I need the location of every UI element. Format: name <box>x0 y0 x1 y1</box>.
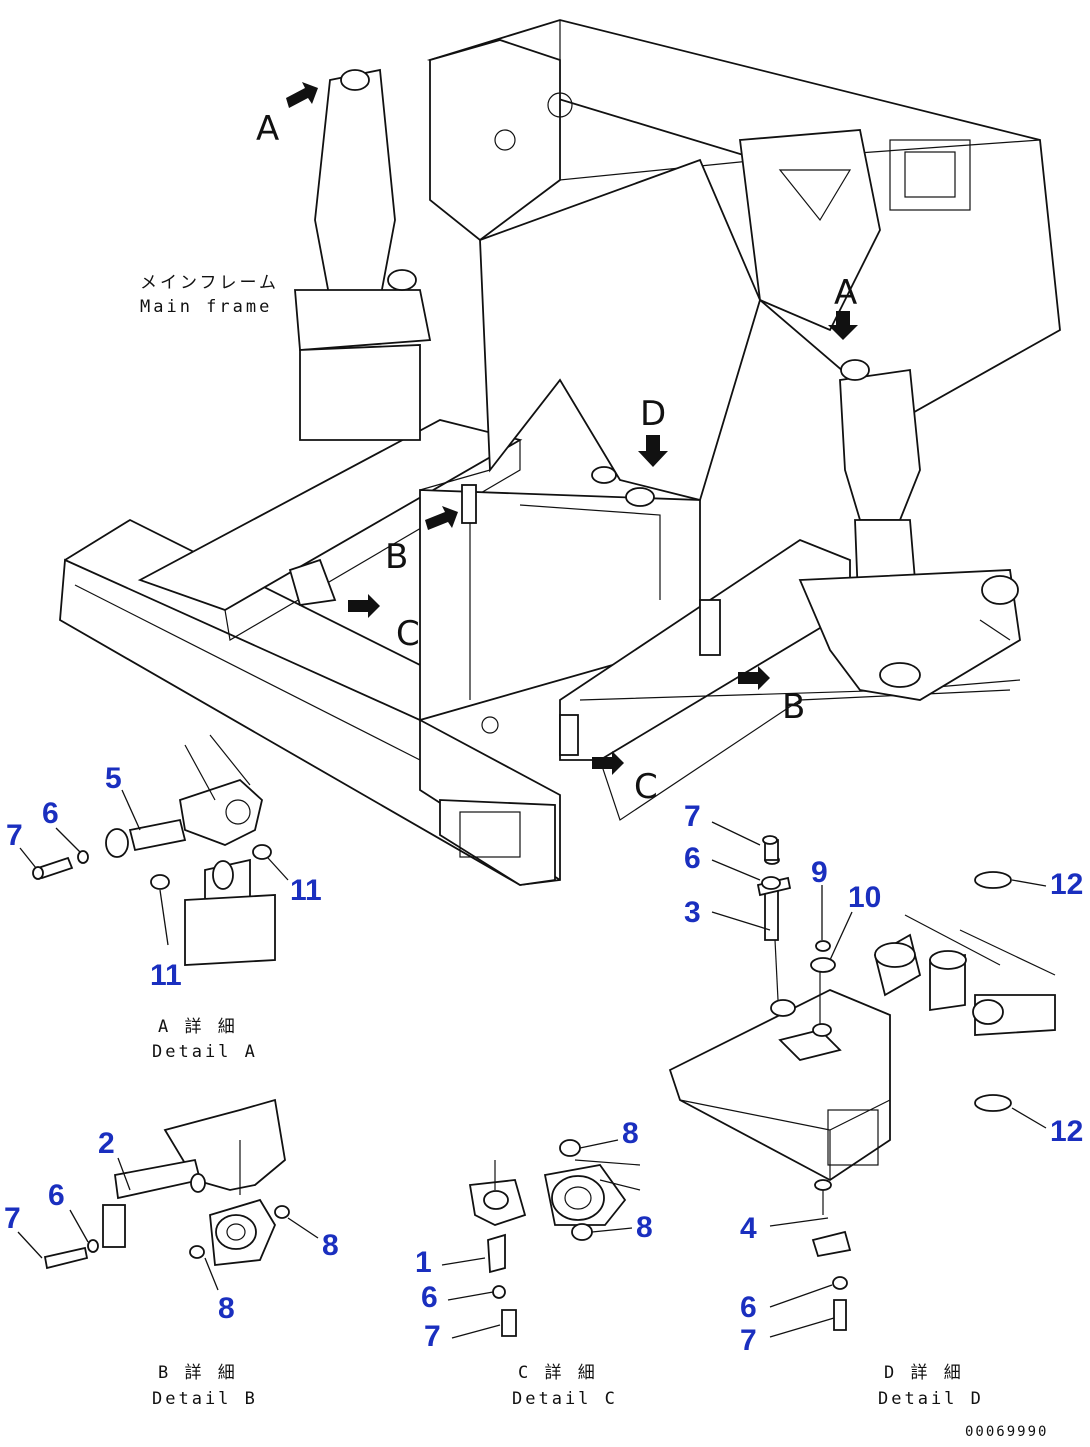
view-arrow-c-bottom <box>592 751 624 775</box>
main-frame-drawing <box>59 19 1061 886</box>
view-label-a-right: A <box>834 273 857 313</box>
view-label-b-right: B <box>782 687 805 727</box>
view-arrow-a-left <box>286 82 318 108</box>
part-number-6: 6 <box>42 797 59 830</box>
detail-d-caption-en: Detail D <box>878 1389 984 1409</box>
main-frame-label-jp: メインフレーム <box>140 273 279 293</box>
part-number-6: 6 <box>48 1179 65 1212</box>
view-arrow-c-center <box>348 594 380 618</box>
view-label-d: D <box>640 394 666 434</box>
part-number-8: 8 <box>218 1292 235 1325</box>
view-label-c-center: C <box>396 614 420 654</box>
part-number-9: 9 <box>811 856 828 889</box>
detail-b-caption-jp: B 詳 細 <box>158 1363 238 1383</box>
main-frame-label-en: Main frame <box>140 297 272 317</box>
part-number-7: 7 <box>424 1320 441 1353</box>
detail-a-leaders <box>19 789 289 946</box>
part-number-4: 4 <box>740 1212 757 1245</box>
detail-a-caption-en: Detail A <box>152 1042 258 1062</box>
part-number-3: 3 <box>684 896 701 929</box>
part-number-11: 11 <box>150 959 182 992</box>
part-number-10: 10 <box>848 881 881 914</box>
part-number-1: 1 <box>415 1246 432 1279</box>
drawing-code: 00069990 <box>965 1424 1048 1440</box>
part-number-5: 5 <box>105 762 122 795</box>
detail-b-drawing <box>43 1098 290 1270</box>
detail-c-caption-en: Detail C <box>512 1389 618 1409</box>
view-label-c-bottom: C <box>634 767 658 807</box>
detail-b-leaders <box>17 1157 319 1291</box>
part-number-7: 7 <box>4 1202 21 1235</box>
view-arrow-b-center <box>425 506 458 530</box>
view-label-a-top: A <box>256 109 279 149</box>
part-number-6: 6 <box>421 1281 438 1314</box>
view-arrow-a-right <box>828 311 858 340</box>
part-number-12: 12 <box>1050 868 1083 901</box>
part-number-2: 2 <box>98 1127 115 1160</box>
part-number-7: 7 <box>684 800 701 833</box>
view-arrow-d <box>638 435 668 467</box>
part-number-6: 6 <box>684 842 701 875</box>
part-number-12: 12 <box>1050 1115 1083 1148</box>
view-arrows <box>286 82 858 775</box>
detail-d-leaders <box>711 821 1047 1338</box>
detail-c-leaders <box>441 1139 633 1339</box>
part-number-8: 8 <box>622 1117 639 1150</box>
detail-c-caption-jp: C 詳 細 <box>518 1363 598 1383</box>
detail-d-drawing <box>668 835 1056 1331</box>
detail-c-drawing <box>468 1139 641 1337</box>
view-arrow-b-right <box>738 666 770 690</box>
detail-d-caption-jp: D 詳 細 <box>884 1363 964 1383</box>
part-number-8: 8 <box>322 1229 339 1262</box>
detail-a-caption-jp: A 詳 細 <box>158 1017 238 1037</box>
detail-b-caption-en: Detail B <box>152 1389 258 1409</box>
view-label-b-center: B <box>385 537 408 577</box>
part-number-11: 11 <box>290 874 322 907</box>
part-number-7: 7 <box>740 1324 757 1357</box>
part-number-7: 7 <box>6 819 23 852</box>
part-number-6: 6 <box>740 1291 757 1324</box>
part-number-8: 8 <box>636 1211 653 1244</box>
detail-a-drawing <box>32 734 276 966</box>
